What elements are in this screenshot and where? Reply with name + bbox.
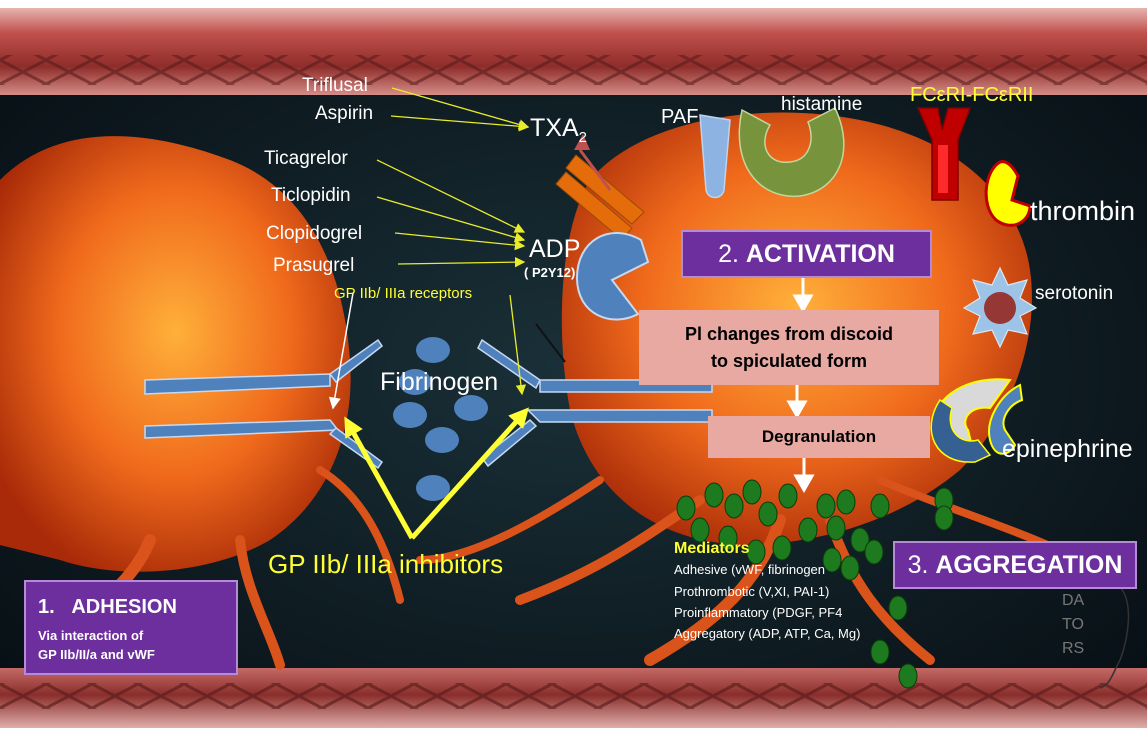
drug-label-ticagrelor: Ticagrelor	[264, 148, 348, 169]
histamine-receptor-icon	[738, 106, 845, 197]
txa2-label: TXA2	[530, 114, 587, 146]
paf-label: PAF	[661, 106, 699, 128]
serotonin-receptor-icon	[962, 266, 1038, 349]
activation-flow-arrows	[786, 277, 815, 494]
txa2-receptor-icon	[555, 134, 645, 241]
mediator-line-3: Proinflammatory (PDGF, PF4	[674, 605, 843, 620]
clipped-text-2: TO	[1062, 616, 1084, 633]
aggregation-box: 3. AGGREGATION	[893, 541, 1137, 589]
drug-label-clopidogrel: Clopidogrel	[266, 223, 363, 244]
top-vessel-band	[0, 0, 1147, 95]
activation-title: ACTIVATION	[745, 239, 895, 268]
activation-box: 2. ACTIVATION	[681, 230, 932, 278]
bottom-vessel-band	[0, 668, 1147, 735]
p2y12-label: ( P2Y12)	[524, 265, 576, 280]
degranulation-box: Degranulation	[708, 416, 930, 458]
clipped-text-3: RS	[1062, 640, 1085, 657]
serotonin-label: serotonin	[1035, 283, 1114, 304]
mediators-title: Mediators	[674, 540, 750, 557]
txa2-text: TXA	[530, 114, 579, 142]
paf-receptor-icon	[699, 114, 731, 199]
shape-change-line-1: Pl changes from discoid	[684, 324, 894, 345]
drug-label-triflusal: Triflusal	[302, 75, 368, 96]
thrombin-label: thrombin	[1030, 196, 1136, 226]
txa2-subscript: 2	[578, 129, 587, 146]
adhesion-title: ADHESION	[71, 596, 177, 618]
clipped-text-1: DA	[1062, 592, 1085, 609]
mediator-granules	[676, 479, 954, 689]
gp-inhibitors-label: GP IIb/ IIIa inhibitors	[268, 549, 504, 579]
epinephrine-receptor-icon	[930, 378, 1024, 463]
inhibitor-arrows	[344, 407, 530, 540]
adp-receptor-icon	[575, 231, 650, 321]
right-bracket	[1099, 584, 1130, 689]
gp-receptors-label: GP IIb/ IIIa receptors	[334, 285, 473, 302]
degranulation-title: Degranulation	[761, 427, 877, 446]
histamine-label: histamine	[781, 94, 863, 115]
gp-receptor-pointer	[328, 292, 354, 410]
drug-label-ticlopidin: Ticlopidin	[271, 185, 351, 206]
epinephrine-label: epinephrine	[1002, 435, 1133, 463]
dark-pointer	[535, 323, 566, 363]
aggregation-title: AGGREGATION	[935, 550, 1123, 579]
drug-label-aspirin: Aspirin	[315, 103, 374, 124]
adp-label: ADP	[529, 235, 581, 263]
fc-label: FCεRI-FCεRII	[910, 84, 1034, 106]
mediator-line-1: Adhesive (vWF, fibrinogen	[674, 562, 826, 577]
shape-change-box: Pl changes from discoid to spiculated fo…	[639, 310, 939, 385]
activation-number: 2.	[718, 239, 739, 268]
drug-label-prasugrel: Prasugrel	[273, 255, 355, 276]
fc-receptor-icon	[916, 107, 972, 201]
shape-change-line-2: to spiculated form	[710, 350, 867, 371]
adhesion-sub-2: GP IIb/II/a and vWF	[38, 646, 155, 662]
mediator-line-2: Prothrombotic (V,XI, PAI-1)	[674, 584, 830, 599]
fibrinogen-molecules	[393, 337, 488, 501]
thrombin-receptor-icon	[984, 160, 1032, 227]
adhesion-box: 1. ADHESION Via interaction of GP IIb/II…	[24, 580, 238, 675]
mediator-line-4: Aggregatory (ADP, ATP, Ca, Mg)	[674, 626, 861, 641]
adhesion-number: 1.	[38, 596, 55, 618]
adhesion-sub-1: Via interaction of	[38, 628, 144, 643]
drug-arrows	[376, 87, 530, 396]
aggregation-number: 3.	[907, 550, 929, 579]
adhesion-heading: 1. ADHESION	[38, 596, 177, 619]
fibrinogen-label: Fibrinogen	[380, 368, 499, 396]
